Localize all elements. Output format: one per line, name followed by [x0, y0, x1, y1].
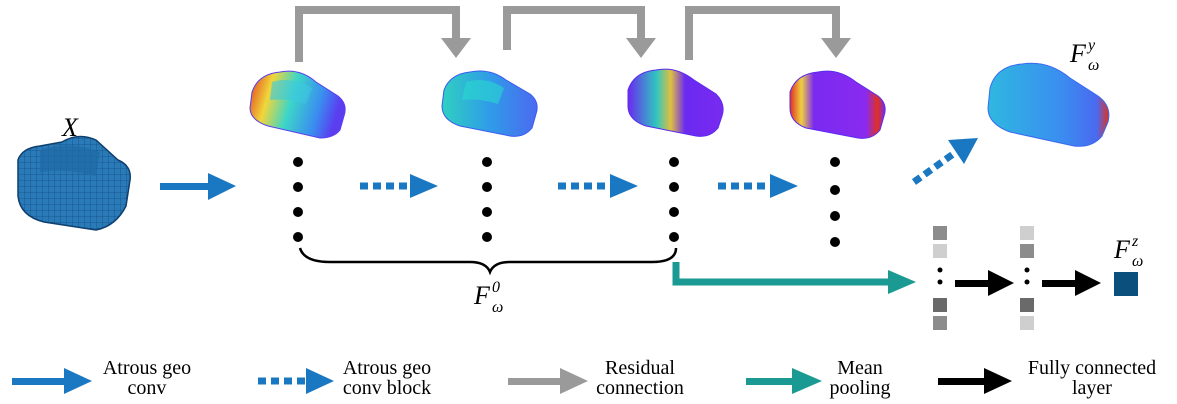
- fy-label: F y ω: [1069, 37, 1099, 74]
- legend-fc-line2: layer: [1072, 377, 1112, 399]
- conv-block-arrow-1: [360, 174, 438, 198]
- legend-pooling: Mean pooling: [746, 357, 891, 399]
- feature-dots-col-4: [830, 157, 840, 247]
- fz-sup: z: [1131, 233, 1139, 250]
- legend-residual-line1: Residual: [605, 357, 675, 379]
- residual-connection-1: [295, 6, 460, 62]
- atrous-geo-conv-arrow: [160, 173, 236, 200]
- legend: Atrous geo conv Atrous geo conv block Re…: [12, 357, 1156, 399]
- pooled-vector-1: [933, 226, 947, 330]
- f0-label: F 0 ω: [473, 279, 503, 316]
- car-feature-map-4: [789, 70, 886, 139]
- fz-label: F z ω: [1113, 233, 1143, 270]
- legend-conv: Atrous geo conv: [12, 357, 191, 399]
- legend-fc-line1: Fully connected: [1028, 357, 1156, 379]
- legend-pooling-line1: Mean: [837, 357, 883, 379]
- fully-connected-arrow-1: [955, 270, 1014, 296]
- car-mesh-input: [17, 135, 131, 231]
- legend-conv-line2: conv: [128, 377, 167, 399]
- f0-brace: [298, 247, 678, 276]
- residual-arrowhead-3: [821, 38, 851, 58]
- legend-conv-line1: Atrous geo: [103, 357, 191, 379]
- legend-conv-block-line2: conv block: [343, 377, 431, 399]
- hidden-vector-2: [1020, 226, 1034, 330]
- legend-conv-block: Atrous geo conv block: [258, 357, 431, 399]
- conv-block-arrow-2: [558, 174, 638, 198]
- feature-dots-col-3: [669, 157, 679, 242]
- legend-conv-block-line1: Atrous geo: [343, 357, 431, 379]
- f0-sup: 0: [492, 279, 500, 296]
- fy-sub: ω: [1088, 57, 1099, 74]
- feature-dots-col-2: [482, 157, 492, 242]
- fy-sup: y: [1086, 37, 1096, 54]
- fz-sub: ω: [1132, 253, 1143, 270]
- fz-base: F: [1113, 235, 1131, 264]
- feature-dots-col-1: [293, 157, 303, 242]
- residual-arrowhead-2: [626, 38, 656, 58]
- legend-pooling-line2: pooling: [829, 377, 890, 399]
- car-feature-map-1: [249, 70, 346, 139]
- conv-block-arrow-3: [718, 174, 798, 198]
- car-feature-map-3: [627, 68, 724, 137]
- f0-sub: ω: [492, 299, 503, 316]
- conv-block-arrow-diagonal: [911, 138, 978, 185]
- output-fz-square: [1114, 272, 1138, 296]
- residual-connection-3: [685, 6, 840, 60]
- mean-pooling-arrow: [672, 262, 916, 294]
- car-feature-map-2: [441, 70, 538, 137]
- legend-fully-connected: Fully connected layer: [938, 357, 1156, 399]
- f0-base: F: [473, 281, 491, 310]
- fully-connected-arrow-2: [1042, 270, 1101, 296]
- legend-residual: Residual connection: [508, 357, 684, 399]
- car-output-fy: [987, 62, 1110, 147]
- residual-arrowhead-1: [441, 38, 471, 58]
- fy-base: F: [1069, 39, 1087, 68]
- legend-residual-line2: connection: [596, 377, 684, 399]
- input-x-label: X: [61, 113, 79, 142]
- residual-connection-2: [503, 6, 645, 50]
